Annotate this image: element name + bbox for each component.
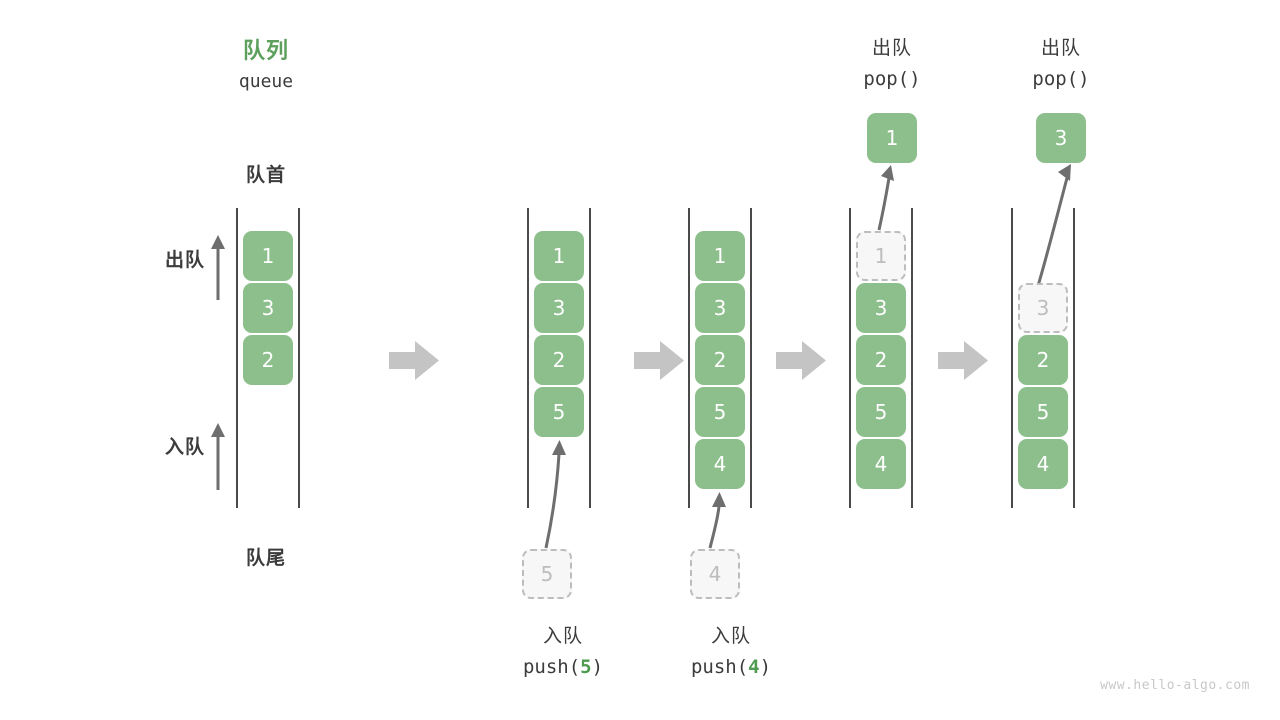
tube-wall-right xyxy=(589,208,591,508)
push-code-value: 5 xyxy=(580,656,592,678)
queue-cell-ghost: 1 xyxy=(856,231,906,281)
queue-front-label: 队首 xyxy=(245,164,286,186)
queue-cell: 3 xyxy=(534,283,584,333)
tube-wall-right xyxy=(298,208,300,508)
queue-cell: 2 xyxy=(856,335,906,385)
push-code-suffix: ) xyxy=(591,656,604,678)
pop-direction-arrow-icon xyxy=(211,235,225,300)
push-motion-arrow-icon xyxy=(544,440,566,549)
queue-cell: 5 xyxy=(695,387,745,437)
push-code-value: 4 xyxy=(748,656,760,678)
push-motion-arrow-icon xyxy=(708,492,726,549)
queue-cell: 3 xyxy=(856,283,906,333)
pop-operation-code: pop() xyxy=(1032,68,1090,90)
queue-cell: 1 xyxy=(243,231,293,281)
pop-operation-code: pop() xyxy=(863,68,921,90)
tube-wall-left xyxy=(688,208,690,508)
tube-wall-left xyxy=(849,208,851,508)
watermark: www.hello-algo.com xyxy=(1100,678,1250,693)
queue-cell: 4 xyxy=(695,439,745,489)
pop-motion-arrow-icon xyxy=(1036,164,1071,287)
transition-arrow-icon xyxy=(938,341,988,380)
incoming-ghost-cell: 5 xyxy=(522,549,572,599)
push-operation-label-cn: 入队 xyxy=(710,625,751,647)
queue-cell: 3 xyxy=(695,283,745,333)
diagram-title-en: queue xyxy=(238,71,294,92)
pop-operation-label-cn: 出队 xyxy=(871,37,912,59)
tube-wall-right xyxy=(911,208,913,508)
push-code-prefix: push( xyxy=(522,656,581,678)
push-direction-arrow-icon xyxy=(211,423,225,490)
popped-cell: 1 xyxy=(867,113,917,163)
popped-cell: 3 xyxy=(1036,113,1086,163)
transition-arrow-icon xyxy=(389,341,439,380)
tube-wall-left xyxy=(236,208,238,508)
tube-wall-left xyxy=(527,208,529,508)
push-operation-code: push(4) xyxy=(661,656,801,678)
queue-cell: 2 xyxy=(243,335,293,385)
queue-cell: 2 xyxy=(534,335,584,385)
push-direction-label: 入队 xyxy=(164,436,205,458)
tube-wall-right xyxy=(1073,208,1075,508)
queue-rear-label: 队尾 xyxy=(245,547,286,569)
queue-cell-ghost: 3 xyxy=(1018,283,1068,333)
push-code-prefix: push( xyxy=(690,656,749,678)
push-code-suffix: ) xyxy=(759,656,772,678)
push-operation-code: push(5) xyxy=(493,656,633,678)
queue-cell: 2 xyxy=(695,335,745,385)
queue-cell: 1 xyxy=(695,231,745,281)
queue-cell: 5 xyxy=(856,387,906,437)
diagram-title-cn: 队列 xyxy=(242,39,289,64)
pop-motion-arrow-icon xyxy=(877,165,894,231)
push-operation-label-cn: 入队 xyxy=(542,625,583,647)
transition-arrow-icon xyxy=(776,341,826,380)
queue-cell: 4 xyxy=(856,439,906,489)
tube-wall-right xyxy=(750,208,752,508)
transition-arrow-icon xyxy=(634,341,684,380)
queue-cell: 4 xyxy=(1018,439,1068,489)
tube-wall-left xyxy=(1011,208,1013,508)
queue-cell: 5 xyxy=(534,387,584,437)
queue-cell: 2 xyxy=(1018,335,1068,385)
pop-direction-label: 出队 xyxy=(164,249,205,271)
incoming-ghost-cell: 4 xyxy=(690,549,740,599)
queue-cell: 5 xyxy=(1018,387,1068,437)
pop-operation-label-cn: 出队 xyxy=(1040,37,1081,59)
queue-cell: 3 xyxy=(243,283,293,333)
queue-cell: 1 xyxy=(534,231,584,281)
